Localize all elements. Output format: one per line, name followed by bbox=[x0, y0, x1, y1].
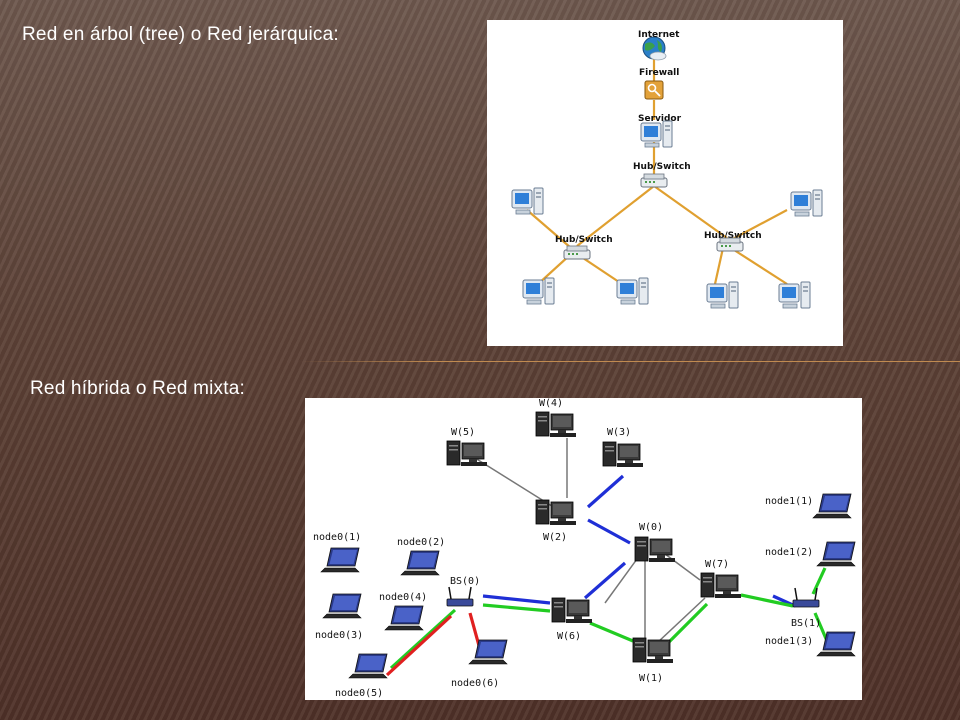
workstation-w7-icon bbox=[700, 572, 742, 599]
hybrid-links bbox=[385, 438, 832, 677]
firewall-label: Firewall bbox=[639, 68, 679, 78]
tree-title-part3: o Red jerárquica: bbox=[190, 24, 339, 45]
hub-right-label: Hub/Switch bbox=[704, 231, 762, 241]
label-bs1: BS(1) bbox=[791, 618, 821, 629]
tree-title-part2: (tree) bbox=[138, 24, 186, 45]
laptop-node0-4-icon bbox=[384, 605, 424, 631]
workstation-w2-icon bbox=[535, 499, 577, 526]
laptop-node0-5-icon bbox=[348, 653, 388, 679]
laptop-node0-3-icon bbox=[322, 593, 362, 619]
tree-title-part1: Red en árbol bbox=[22, 24, 134, 45]
server-computer-icon bbox=[640, 120, 673, 148]
workstation-w3-icon bbox=[602, 441, 644, 468]
label-node0-2: node0(2) bbox=[397, 537, 445, 548]
label-node0-3: node0(3) bbox=[315, 630, 363, 641]
label-node0-4: node0(4) bbox=[379, 592, 427, 603]
laptop-node1-3-icon bbox=[816, 631, 856, 657]
hybrid-network-diagram: W(5) W(4) W(3) W(2) W(0) W(7) W(6) W(1) … bbox=[305, 398, 862, 700]
label-w2: W(2) bbox=[543, 532, 567, 543]
laptop-node0-6-icon bbox=[468, 639, 508, 665]
label-w1: W(1) bbox=[639, 673, 663, 684]
label-w0: W(0) bbox=[639, 522, 663, 533]
label-bs0: BS(0) bbox=[450, 576, 480, 587]
pc-right-bottom-icon bbox=[778, 281, 811, 309]
internet-label: Internet bbox=[638, 30, 680, 40]
server-label: Servidor bbox=[638, 114, 682, 124]
laptop-node1-1-icon bbox=[812, 493, 852, 519]
laptop-node1-2-icon bbox=[816, 541, 856, 567]
hybrid-network-title: Red híbrida o Red mixta: bbox=[30, 378, 245, 399]
firewall-lock-icon bbox=[644, 80, 664, 100]
workstation-w1-icon bbox=[632, 637, 674, 664]
pc-left-bottom-icon bbox=[522, 277, 555, 305]
hub-left-icon bbox=[563, 245, 591, 260]
hub-top-icon bbox=[640, 173, 668, 188]
tree-network-diagram: Internet Firewall Servidor Hub/Switch Hu… bbox=[487, 20, 843, 346]
pc-mid-left-bottom-icon bbox=[616, 277, 649, 305]
label-w3: W(3) bbox=[607, 427, 631, 438]
section-divider bbox=[300, 361, 960, 362]
workstation-w6-icon bbox=[551, 597, 593, 624]
hub-right-icon bbox=[716, 237, 744, 252]
label-node1-1: node1(1) bbox=[765, 496, 813, 507]
label-w5: W(5) bbox=[451, 427, 475, 438]
label-node1-3: node1(3) bbox=[765, 636, 813, 647]
label-w4: W(4) bbox=[539, 398, 563, 409]
workstation-w0-icon bbox=[634, 536, 676, 563]
pc-left-top-icon bbox=[511, 187, 544, 215]
workstation-w4-icon bbox=[535, 411, 577, 438]
label-w7: W(7) bbox=[705, 559, 729, 570]
laptop-node0-2-icon bbox=[400, 550, 440, 576]
label-node1-2: node1(2) bbox=[765, 547, 813, 558]
pc-right-top-icon bbox=[790, 189, 823, 217]
label-node0-1: node0(1) bbox=[313, 532, 361, 543]
laptop-node0-1-icon bbox=[320, 547, 360, 573]
hub-top-label: Hub/Switch bbox=[633, 162, 691, 172]
pc-mid-right-bottom-icon bbox=[706, 281, 739, 309]
tree-network-title: Red en árbol (tree) o Red jerárquica: bbox=[22, 24, 339, 46]
label-node0-6: node0(6) bbox=[451, 678, 499, 689]
hub-left-label: Hub/Switch bbox=[555, 235, 613, 245]
base-station-bs0-icon bbox=[446, 586, 474, 607]
workstation-w5-icon bbox=[446, 440, 488, 467]
label-node0-5: node0(5) bbox=[335, 688, 383, 699]
internet-globe-icon bbox=[642, 36, 667, 61]
label-w6: W(6) bbox=[557, 631, 581, 642]
